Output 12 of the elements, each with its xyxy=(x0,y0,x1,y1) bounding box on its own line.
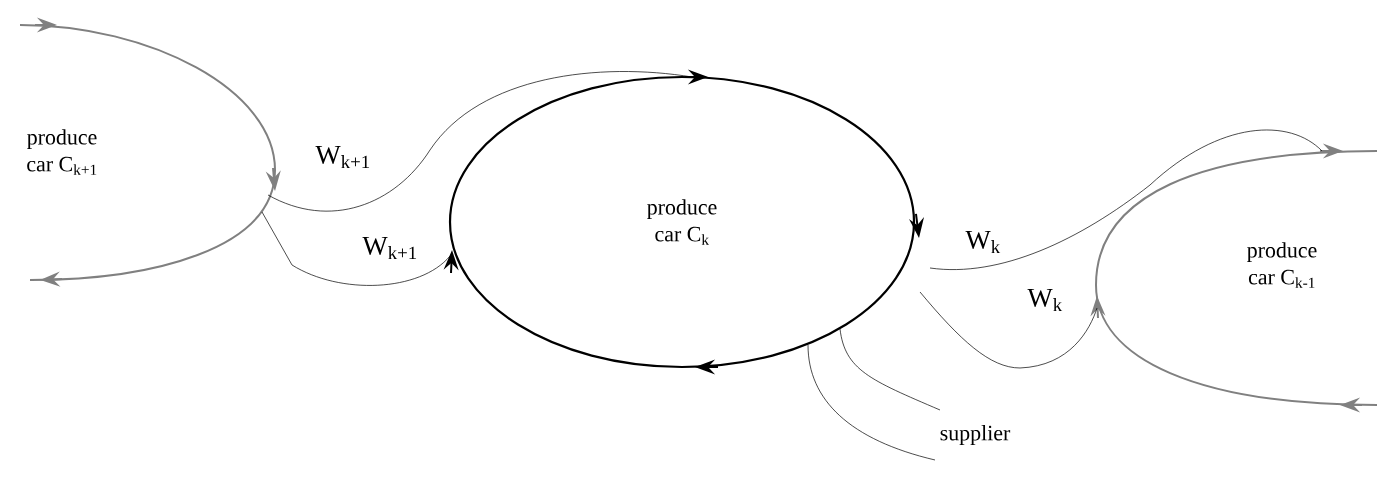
loop-label: produce car C$_{k+1}$ xyxy=(27,129,97,175)
supplier-label: supplier xyxy=(940,425,1011,445)
connector xyxy=(919,291,1098,369)
connector xyxy=(929,129,1323,270)
edge-label: W$_{k}$ xyxy=(964,229,1002,255)
connector xyxy=(261,211,451,286)
edge-label: W$_{k+1}$ xyxy=(314,144,372,170)
edge-label: W$_{k}$ xyxy=(1026,287,1064,313)
edge-label: W$_{k+1}$ xyxy=(361,235,419,261)
connector xyxy=(839,328,941,411)
loop-label: produce car C$_{k-1}$ xyxy=(1247,242,1317,288)
connector xyxy=(807,344,936,461)
